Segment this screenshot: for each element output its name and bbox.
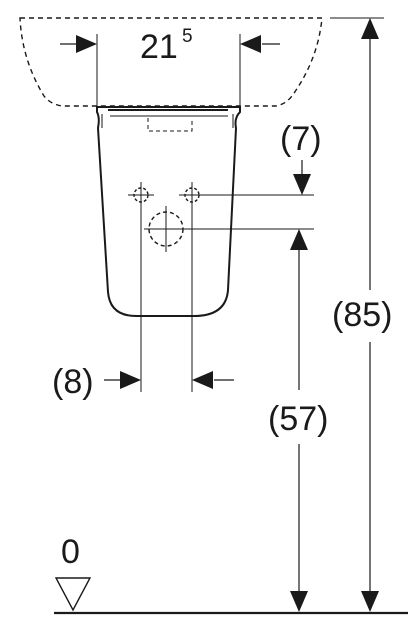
width-dimension: 21 5 xyxy=(60,26,280,66)
width-dimension-superscript: 5 xyxy=(182,26,193,47)
drain-connection xyxy=(144,206,188,252)
upper-offset-dimension: (7) xyxy=(280,120,322,195)
spacing-label: (8) xyxy=(52,363,94,401)
spacing-dimension: (8) xyxy=(52,363,234,401)
washbasin-outline xyxy=(19,17,323,107)
pipe-height-label: (57) xyxy=(268,400,328,438)
total-height-label: (85) xyxy=(332,296,392,334)
width-dimension-label: 21 xyxy=(140,28,178,66)
extension-lines xyxy=(96,17,384,392)
water-connection-left xyxy=(128,182,154,208)
pipe-height-dimension: (57) xyxy=(268,229,328,612)
floor-level: 0 xyxy=(54,533,408,615)
water-connection-right xyxy=(179,182,205,208)
total-height-dimension: (85) xyxy=(332,18,392,612)
floor-level-label: 0 xyxy=(61,533,80,571)
upper-offset-label: (7) xyxy=(280,120,322,158)
semi-pedestal xyxy=(96,106,241,317)
